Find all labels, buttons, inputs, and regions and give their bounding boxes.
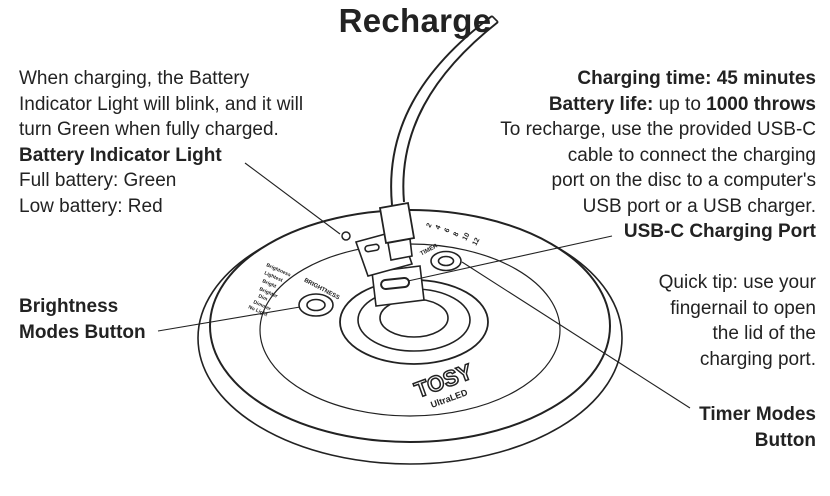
brightness-label-line1: Brightness: [19, 296, 119, 317]
recharge-line: USB port or a USB charger.: [582, 195, 816, 217]
battery-life: Battery life: up to 1000 throws: [500, 92, 816, 118]
timer-button-leader: [461, 261, 691, 409]
timer-button-inner: [437, 255, 455, 267]
tip-line: fingernail to open: [670, 297, 816, 319]
usb-port-leader: [407, 235, 613, 282]
battery-indicator-heading: Battery Indicator Light: [19, 144, 222, 166]
timer-mode-item: 4: [435, 224, 443, 231]
timer-mode-item: 6: [444, 227, 452, 234]
brightness-button-inner: [306, 298, 326, 312]
cable-connector: [378, 201, 416, 245]
battery-life-label: Battery life:: [548, 93, 654, 115]
charging-time-label: Charging time:: [577, 68, 712, 89]
full-battery-text: Full battery: Green: [19, 170, 177, 191]
callout-lines: [157, 162, 691, 409]
timer-button-label: Timer Modes Button: [699, 402, 816, 453]
specs-and-recharge-note: Charging time: 45 minutes Battery life: …: [500, 66, 816, 245]
battery-life-value: 1000 throws: [706, 93, 816, 115]
usb-cable-edge: [402, 21, 499, 203]
note-line: Indicator Light will blink, and it will: [19, 93, 304, 115]
brightness-mode-item: Dim: [257, 293, 269, 303]
battery-indicator-leader: [244, 162, 341, 235]
brightness-button: [298, 293, 334, 317]
timer-mode-item: 10: [462, 232, 472, 242]
page-title: Recharge: [338, 2, 492, 39]
tip-line: charging port.: [699, 348, 816, 370]
usb-c-port: [380, 277, 411, 290]
brightness-button-label: Brightness Modes Button: [19, 294, 146, 345]
tip-line: the lid of the: [712, 323, 816, 344]
timer-label-line2: Button: [754, 429, 816, 451]
quick-tip: Quick tip: use your fingernail to open t…: [659, 270, 816, 372]
usb-port-label: USB-C Charging Port: [623, 221, 816, 242]
charging-blink-note: When charging, the Battery Indicator Lig…: [19, 66, 303, 219]
cable-plug-tip: [387, 238, 413, 261]
timer-button: [430, 250, 462, 272]
battery-life-mid: up to: [658, 93, 701, 115]
usb-cable-end: [491, 15, 499, 23]
usb-port-housing: [371, 265, 425, 307]
brightness-label-line2: Modes Button: [19, 321, 146, 343]
recharge-line: To recharge, use the provided USB-C: [500, 119, 816, 140]
brightness-button-leader: [157, 306, 301, 332]
timer-mode-item: 12: [472, 237, 482, 247]
timer-label-line1: Timer Modes: [699, 404, 816, 425]
battery-indicator-light: [341, 231, 351, 241]
recharge-line: cable to connect the charging: [567, 144, 816, 166]
usb-cable: [390, 15, 493, 206]
lid-slot: [364, 243, 380, 253]
timer-mode-list: 2 4 6 8 10 12: [426, 222, 482, 247]
brightness-mode-item: Bright: [261, 278, 277, 290]
timer-mode-item: 2: [426, 222, 434, 229]
timer-mode-item: 8: [453, 231, 461, 238]
recharge-line: port on the disc to a computer's: [551, 170, 817, 191]
low-battery-text: Low battery: Red: [19, 195, 163, 217]
tip-line: Quick tip: use your: [658, 272, 816, 293]
charging-time: Charging time: 45 minutes: [500, 66, 816, 92]
note-line: turn Green when fully charged.: [19, 119, 279, 140]
note-line: When charging, the Battery: [19, 68, 250, 89]
charging-time-value: 45 minutes: [716, 68, 816, 89]
